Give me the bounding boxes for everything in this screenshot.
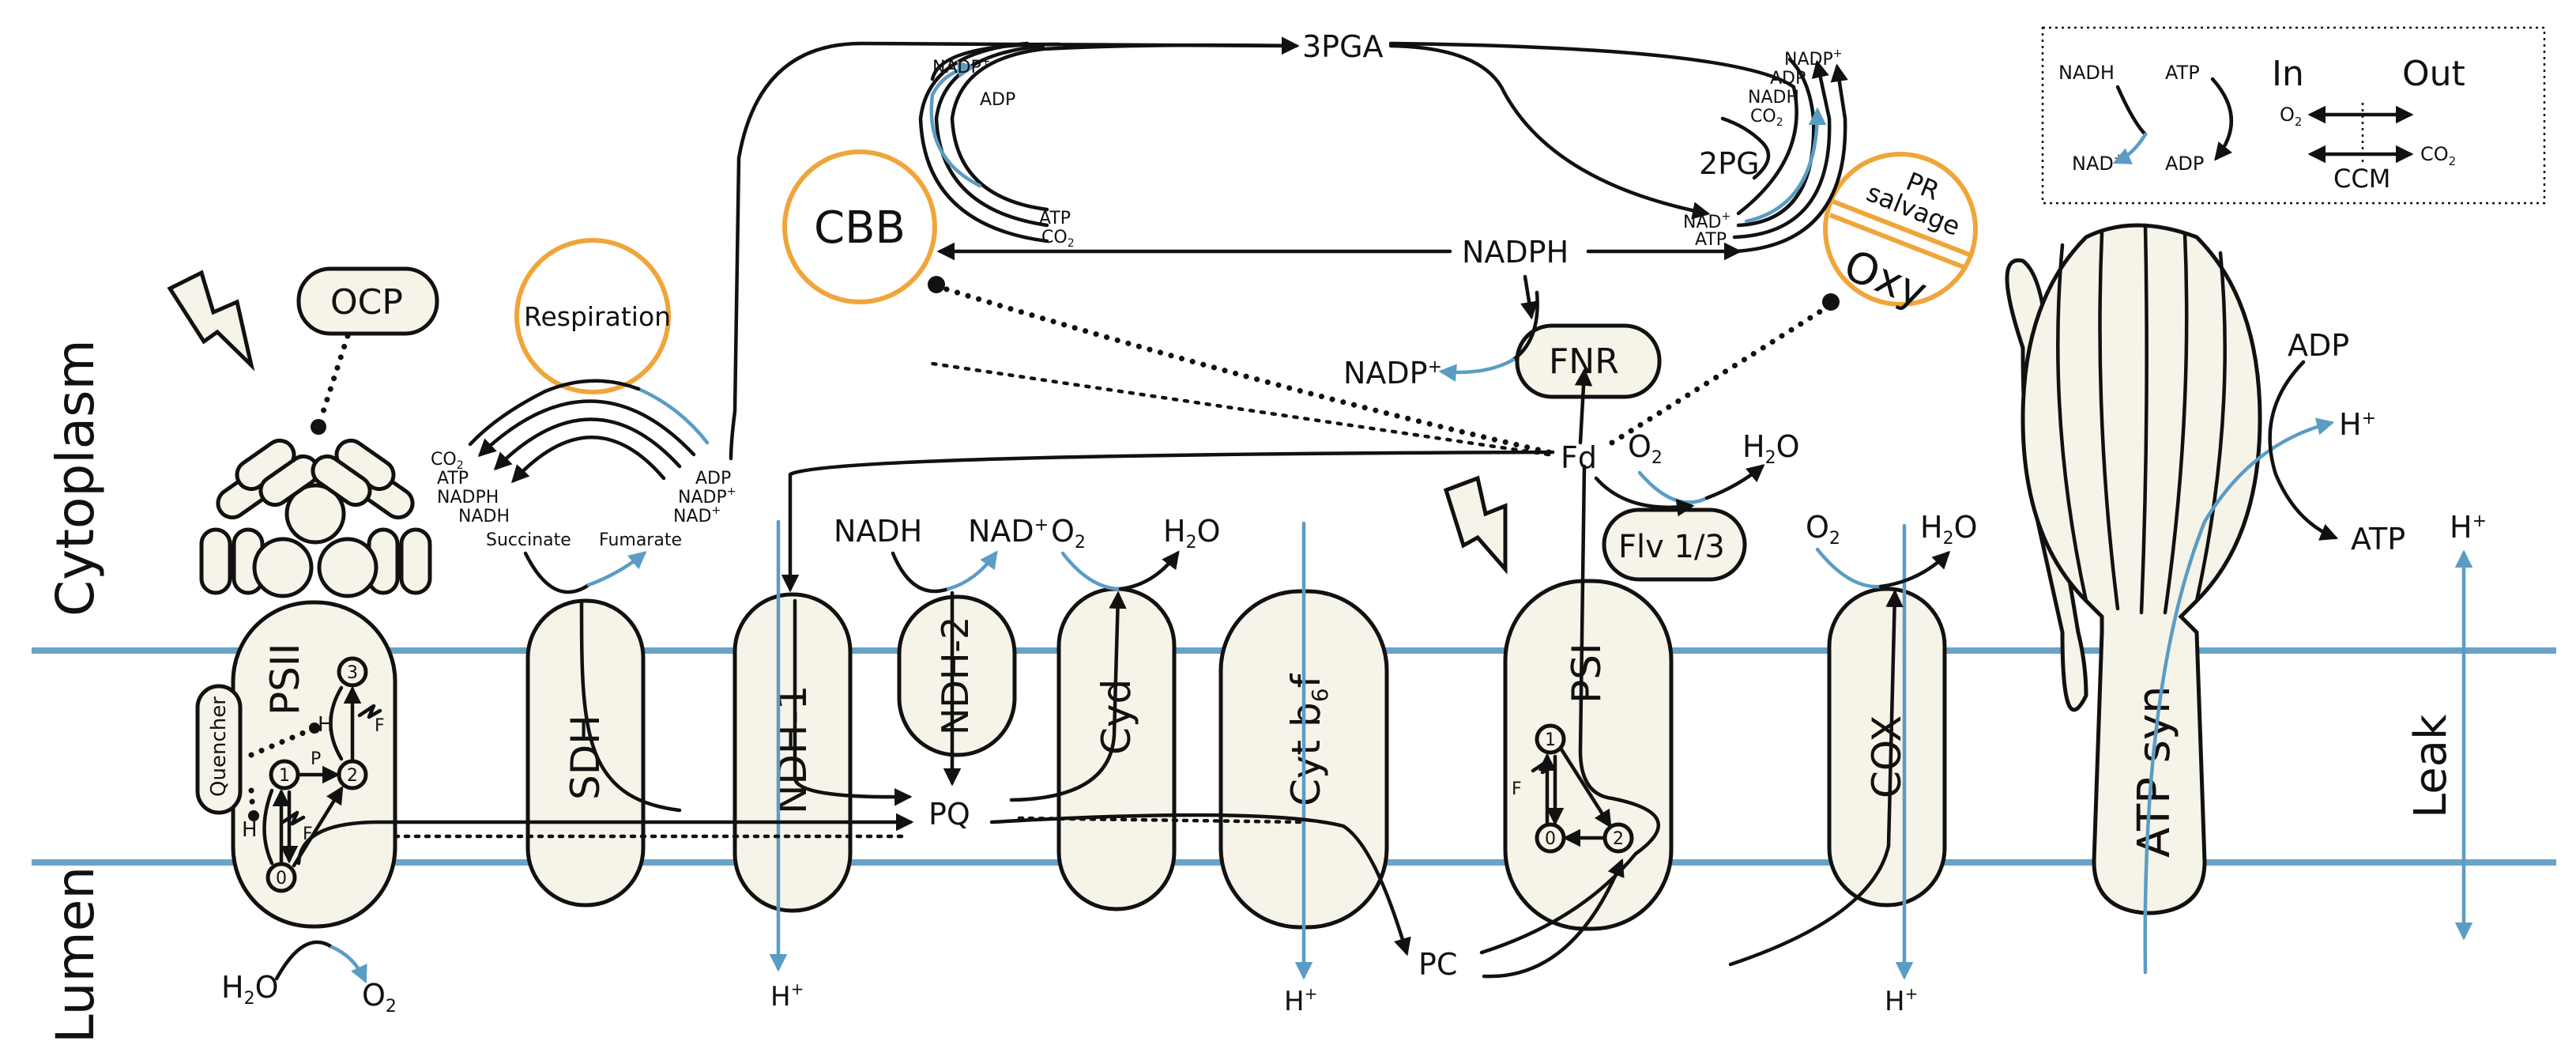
ndh2-complex [897, 594, 1017, 757]
cox-label: COX [1864, 715, 1910, 798]
resp-nadph: NADPH [437, 488, 499, 507]
legend-out: Out [2402, 54, 2465, 94]
psii-label: PSII [262, 643, 308, 715]
cox-complex [1827, 587, 1947, 907]
ocp-box [296, 266, 439, 336]
psii-p: P [311, 749, 321, 769]
legend-box: NADH NAD+ ATP ADP In Out O2 CO2 CCM [2041, 26, 2546, 205]
cytb6f-label: Cyt b6f [1283, 673, 1333, 806]
psii-h2o-h: H2O [221, 970, 279, 1009]
resp-nadp: NADP+ [678, 485, 736, 507]
ndh1-label: NDH-1 [770, 685, 815, 814]
resp-nad: NAD+ [673, 504, 721, 526]
psi-state-1: 1 [1545, 730, 1556, 750]
cyd-h2o: H2O [1163, 514, 1221, 553]
ndh1-h: H+ [770, 979, 804, 1013]
pq-label: PQ [928, 797, 970, 832]
atp-syn-atp: ATP [2351, 522, 2405, 557]
pr-nadp: NADP+ [1784, 47, 1842, 70]
cytb6f-h: H+ [1284, 984, 1317, 1017]
pr-salvage-module [1823, 152, 1978, 307]
legend-in: In [2272, 54, 2304, 94]
legend-ccm: CCM [2333, 164, 2390, 194]
lumen-label: Lumen [45, 866, 106, 1043]
psi-f: F [1512, 779, 1522, 799]
pr-adp: ADP [1770, 69, 1806, 89]
resp-atp: ATP [437, 469, 469, 489]
flv-h2o: H2O [1742, 429, 1800, 468]
fumarate-label: Fumarate [599, 530, 682, 550]
atp-syn-adp: ADP [2288, 328, 2349, 363]
fd-label: Fd [1561, 440, 1597, 475]
pr-nadh: NADH [1748, 88, 1799, 108]
sdh-complex [525, 598, 646, 907]
ndh2-nadh: NADH [834, 514, 922, 549]
respiration-label: Respiration [524, 301, 671, 332]
psi-complex [1503, 579, 1674, 931]
atp-synthase-complex [2005, 223, 2262, 915]
psii-state-0: 0 [276, 869, 287, 889]
ocp-label: OCP [330, 282, 403, 323]
flv-label: Flv 1/3 [1618, 529, 1725, 565]
ndh1-complex [733, 592, 853, 913]
pc-label: PC [1418, 947, 1457, 982]
psi-state-2: 2 [1613, 829, 1624, 849]
legend-co2: CO2 [2420, 143, 2456, 168]
fnr-nadp: NADP+ [1343, 356, 1442, 391]
psii-h-lower: H [242, 818, 258, 842]
fnr-box [1515, 323, 1662, 399]
psii-state-3: 3 [347, 663, 358, 683]
lightning-psii-icon [167, 270, 255, 372]
ndh2-label: NDH-2 [934, 617, 977, 735]
atp-syn-label: ATP syn [2129, 685, 2180, 858]
legend-nadh: NADH [2058, 62, 2115, 84]
flv-o2: O2 [1628, 429, 1663, 468]
leak-label: Leak [2405, 714, 2457, 818]
cyd-o2: O2 [1051, 514, 1086, 553]
pg2-label: 2PG [1699, 146, 1760, 181]
cbb-adp: ADP [980, 90, 1015, 110]
cox-o2: O2 [1806, 510, 1840, 549]
psii-state-2: 2 [347, 766, 358, 786]
atp-syn-h: H+ [2339, 407, 2376, 442]
cbb-nadp: NADP+ [932, 55, 990, 77]
cox-h2o: H2O [1920, 510, 1978, 549]
pr-nad: NAD+ [1683, 210, 1731, 232]
pga3-label: 3PGA [1302, 29, 1384, 64]
phycobilisome-antenna [199, 438, 432, 598]
cbb-co2: CO2 [1041, 228, 1075, 250]
psii-state-1: 1 [279, 766, 290, 786]
quencher-label: Quencher [207, 696, 231, 797]
legend-o2: O2 [2280, 104, 2302, 129]
respiration-arcs [468, 379, 710, 484]
pr-atp: ATP [1695, 230, 1727, 250]
resp-co2: CO2 [431, 450, 464, 472]
legend-atp: ATP [2165, 62, 2200, 84]
pr-co2: CO2 [1750, 107, 1783, 129]
psii-o2: O2 [362, 978, 397, 1017]
cbb-atp: ATP [1039, 209, 1071, 228]
psii-complex: PSII Quencher 3 1 2 0 H F P H F [195, 600, 397, 929]
cbb-nadph-label: NADPH [1462, 235, 1569, 270]
succinate-label: Succinate [486, 530, 571, 550]
psi-label: PSI [1564, 643, 1610, 704]
resp-nadh: NADH [458, 507, 510, 526]
psii-f-upper: F [375, 716, 385, 736]
sdh-label: SDH [563, 715, 608, 800]
cbb-module [782, 149, 937, 304]
flv-box [1602, 507, 1747, 582]
cbb-label: CBB [814, 202, 906, 254]
leak-h: H+ [2450, 510, 2487, 545]
cytoplasm-label: Cytoplasm [45, 339, 106, 617]
legend-adp: ADP [2165, 153, 2204, 175]
respiration-module [514, 238, 671, 394]
cox-h: H+ [1885, 984, 1918, 1017]
psi-state-0: 0 [1545, 829, 1556, 849]
ndh2-nad: NAD+ [968, 514, 1049, 549]
resp-adp: ADP [695, 469, 731, 489]
lightning-psi-icon [1443, 475, 1508, 575]
